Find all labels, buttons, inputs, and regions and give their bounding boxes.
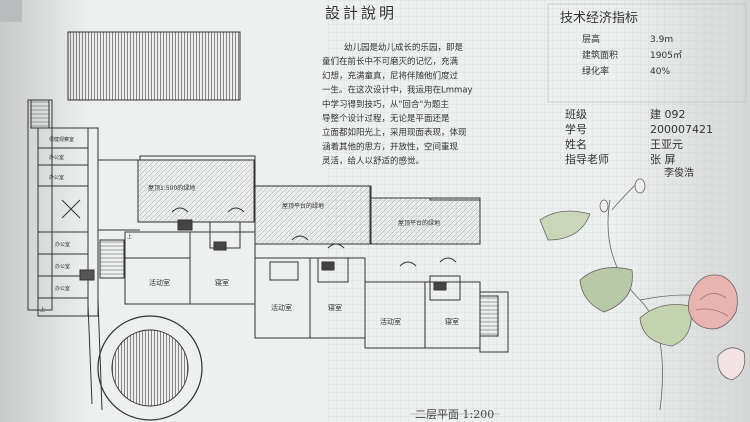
tech-econ-value: 3.9m bbox=[650, 35, 673, 45]
label-activity-3: 活动室 bbox=[380, 317, 401, 326]
extra-teacher: 李俊浩 bbox=[664, 166, 694, 179]
leaf-lower bbox=[639, 304, 692, 347]
unit3-roof bbox=[369, 197, 481, 245]
label-up-1: 上 bbox=[127, 233, 132, 240]
unit1-roof bbox=[137, 159, 255, 223]
design-statement-title: 設計說明 bbox=[325, 4, 397, 22]
student-info-value: 建 092 bbox=[650, 107, 686, 121]
design-statement-line: 中学习得到技巧，从"回合"为题主 bbox=[322, 99, 449, 110]
design-statement-line: 幼儿园是幼儿成长的乐园，即是 bbox=[344, 42, 464, 53]
label-roof-3: 屋顶平台的绿地 bbox=[398, 219, 440, 227]
label-roof-1: 屋顶1:500的绿地 bbox=[148, 184, 195, 192]
bottom-flower bbox=[717, 347, 746, 381]
left-corridor bbox=[27, 99, 53, 311]
label-sleep-1: 寝室 bbox=[215, 278, 229, 287]
design-statement-body: 幼儿园是幼儿成长的乐园，即是童们在前长中不可磨灭的记忆，充满幻想，充满童真，尼将… bbox=[322, 42, 473, 167]
floor-plan bbox=[27, 31, 509, 421]
room-labels: 活动室 寝室 活动室 寝室 活动室 寝室 屋顶1:500的绿地 屋顶平台的绿地 … bbox=[40, 136, 459, 326]
corner-shadow bbox=[0, 0, 22, 22]
top-canopy-hatch bbox=[67, 31, 241, 101]
flower-illustration bbox=[539, 178, 746, 411]
label-office-4: 办公室 bbox=[55, 241, 70, 248]
unit2-roof bbox=[254, 185, 372, 245]
label-up-2: 上 bbox=[40, 306, 45, 313]
leaf-left bbox=[539, 210, 591, 241]
label-office-1: 保健观察室 bbox=[49, 136, 74, 143]
student-info-value: 张 屏 bbox=[650, 153, 676, 166]
design-statement-line: 灵活，给人以舒适的感觉。 bbox=[322, 156, 424, 167]
student-info-value: 200007421 bbox=[650, 123, 713, 136]
student-info-label: 学号 bbox=[565, 122, 587, 136]
student-info-label: 班级 bbox=[565, 108, 587, 121]
tech-econ-label: 建筑面积 bbox=[582, 49, 618, 61]
design-statement-line: 导整个设计过程，无论是平面还是 bbox=[322, 113, 450, 124]
label-sleep-3: 寝室 bbox=[445, 317, 459, 326]
label-activity-1: 活动室 bbox=[149, 278, 170, 287]
bud-top bbox=[634, 178, 646, 194]
label-office-3: 办公室 bbox=[49, 174, 64, 181]
left-stair-2 bbox=[99, 239, 125, 279]
label-activity-2: 活动室 bbox=[271, 303, 292, 312]
design-statement-line: 立面都如阳光上，采用现面表现，体现 bbox=[322, 127, 467, 138]
pink-flower bbox=[687, 274, 738, 330]
design-statement-line: 幻想，充满童真，尼将伴随他们度过 bbox=[322, 70, 459, 81]
right-stair bbox=[479, 295, 499, 337]
student-info-label: 指导老师 bbox=[565, 152, 609, 166]
student-info-label: 姓名 bbox=[565, 137, 587, 151]
tech-econ-title: 技术经济指标 bbox=[560, 11, 638, 26]
label-sleep-2: 寝室 bbox=[328, 303, 342, 312]
design-statement-line: 童们在前长中不可磨灭的记忆，充满 bbox=[322, 56, 459, 67]
tech-econ-label: 层高 bbox=[582, 33, 600, 45]
office-corridor bbox=[87, 127, 99, 317]
round-room-outer bbox=[97, 315, 203, 421]
student-info-value: 王亚元 bbox=[650, 138, 683, 151]
design-statement-line: 一生。在这次设计中，我运用在Lmmay bbox=[322, 85, 473, 96]
tech-econ-label: 绿化率 bbox=[582, 65, 609, 77]
label-office-5: 办公室 bbox=[55, 263, 70, 270]
tech-econ-value: 40% bbox=[650, 67, 670, 77]
plan-caption: 二层平面 1:200 bbox=[415, 408, 494, 421]
round-room-inner bbox=[111, 329, 189, 407]
design-statement-line: 涵着其他的思方，开放性，空间重现 bbox=[322, 141, 459, 152]
label-roof-2: 屋顶平台的绿地 bbox=[282, 202, 324, 210]
left-stair bbox=[30, 99, 50, 129]
bud-left bbox=[599, 199, 609, 213]
leaf-middle bbox=[579, 267, 633, 313]
label-office-6: 办公室 bbox=[55, 285, 70, 292]
tech-econ-value: 1905㎡ bbox=[650, 50, 682, 61]
tech-econ-box bbox=[547, 3, 747, 103]
label-office-2: 办公室 bbox=[49, 154, 64, 161]
